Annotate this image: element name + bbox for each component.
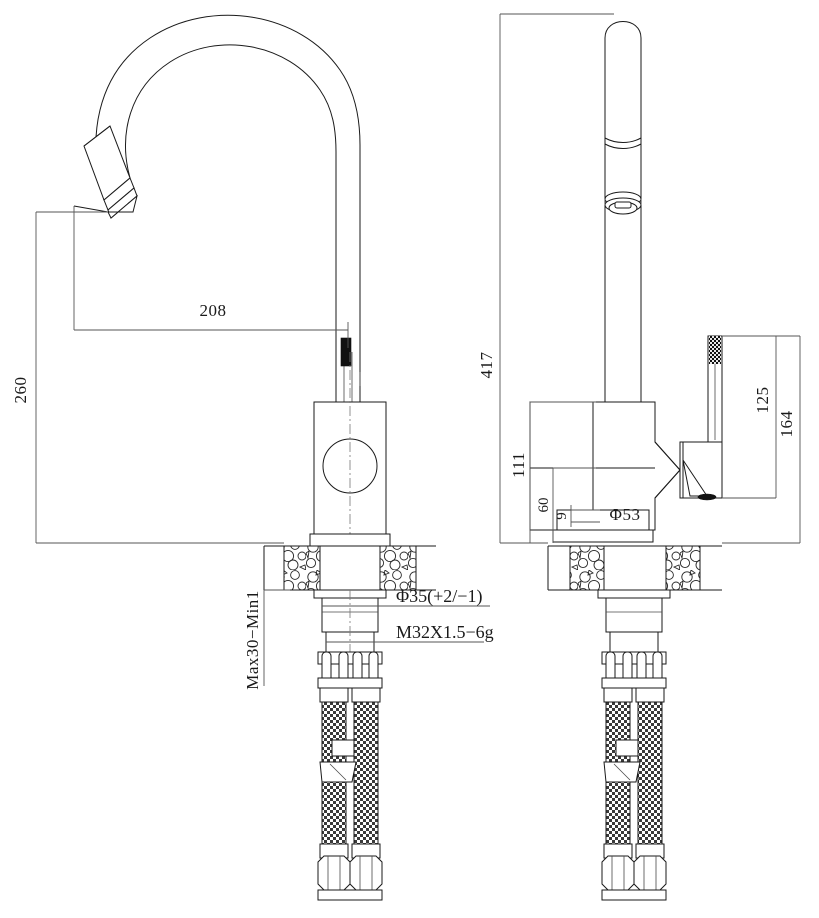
dimension-label-max30-min1: Max30−Min1 [243,590,262,690]
dimension-base-diameter: Φ53 [610,505,641,524]
dimension-label-9: 9 [554,512,570,520]
dimension-handle-top-height: 164 [722,335,801,544]
side-mounting-bracket [317,651,383,689]
side-body [309,352,391,600]
side-view-group: 208 260 Φ35(+2/−1) M32X1.5−6g Max30−Min1 [11,14,494,901]
note-thread-spec: M32X1.5−6g [326,622,494,643]
side-hose-knurl [340,337,352,367]
dimension-spout-height: 260 [11,211,284,544]
dimension-handle-height: 125 [722,335,777,499]
front-column [604,21,642,403]
side-column [335,330,361,402]
side-supply-hoses [317,687,383,901]
front-handle-lever [679,335,723,501]
dimension-label-phi53: Φ53 [610,505,641,524]
front-escutcheon [552,509,654,543]
note-hole-diameter: Φ35(+2/−1) [322,586,490,607]
dimension-label-111: 111 [509,452,528,478]
dimension-spout-reach: 208 [73,206,349,348]
dimension-label-417: 417 [477,352,496,379]
hose-right [353,687,379,859]
dimension-label-125: 125 [753,387,772,414]
front-hose-right [637,687,663,859]
note-label-thread-spec: M32X1.5−6g [396,622,494,642]
front-supply-hoses [601,687,667,901]
dimension-escutcheon-height: 9 [554,505,600,527]
dimension-spout-base-height: 60 [536,467,596,543]
note-mounting-thickness: Max30−Min1 [243,589,290,690]
side-countertop [263,545,436,591]
front-view-group: 417 111 60 9 Φ53 125 [477,13,801,901]
dimension-label-164: 164 [777,411,796,438]
front-body [529,401,681,531]
side-gooseneck [95,14,361,330]
dimension-total-height: 417 [477,13,614,544]
front-handle-knurl [709,336,721,364]
dimension-label-208: 208 [200,301,227,320]
side-spout-tip [73,125,138,219]
front-countertop [547,545,722,591]
dimension-body-height: 111 [509,401,596,543]
dimension-label-60: 60 [536,498,552,513]
dimension-label-260: 260 [11,377,30,404]
front-mounting-bracket [601,651,667,689]
note-label-hole-diameter: Φ35(+2/−1) [396,586,482,607]
